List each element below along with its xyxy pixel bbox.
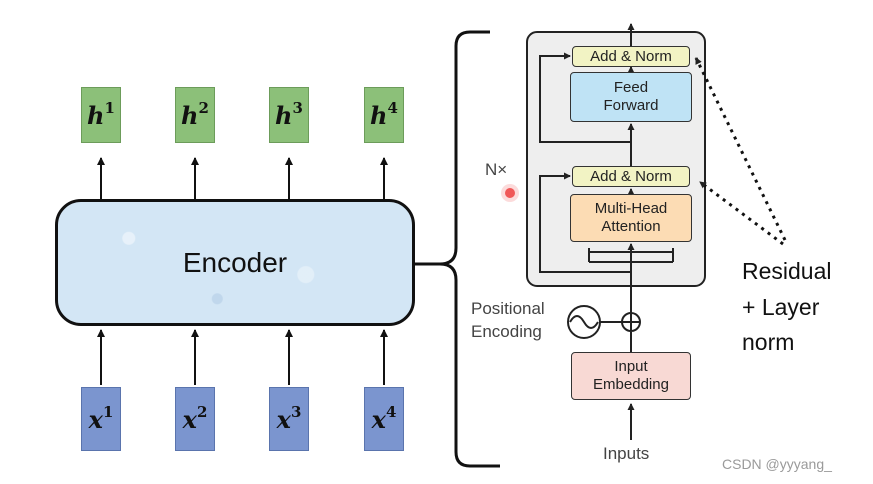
- output-h3: h3: [269, 87, 309, 143]
- watermark: CSDN @yyyang_: [722, 456, 832, 472]
- feed-forward: Feed Forward: [570, 72, 692, 122]
- dotted-to-addnorm-top: [694, 57, 787, 241]
- multi-head-attention: Multi-Head Attention: [570, 194, 692, 242]
- input-x3: x3: [269, 387, 309, 451]
- add-norm-bottom: Add & Norm: [572, 166, 690, 187]
- brace: [402, 30, 500, 468]
- input-embedding: Input Embedding: [571, 352, 691, 400]
- nx-label: N×: [485, 160, 508, 179]
- positional-encoding-label: Positional Encoding: [471, 299, 545, 341]
- cursor-dot: [505, 188, 515, 198]
- encoder-box: Encoder: [55, 199, 415, 326]
- residual-annotation: Residual + Layer norm: [742, 258, 832, 356]
- input-x1: x1: [81, 387, 121, 451]
- output-h4: h4: [364, 87, 404, 143]
- residual-bottom: [539, 172, 631, 273]
- input-x2: x2: [175, 387, 215, 451]
- output-h1: h1: [81, 87, 121, 143]
- dotted-to-addnorm-bottom: [699, 180, 784, 246]
- output-h2: h2: [175, 87, 215, 143]
- input-x4: x4: [364, 387, 404, 451]
- encoder-block: [526, 31, 706, 287]
- residual-top: [539, 52, 631, 143]
- add-norm-top: Add & Norm: [572, 46, 690, 67]
- inputs-label: Inputs: [603, 444, 650, 463]
- encoder-label: Encoder: [182, 246, 288, 278]
